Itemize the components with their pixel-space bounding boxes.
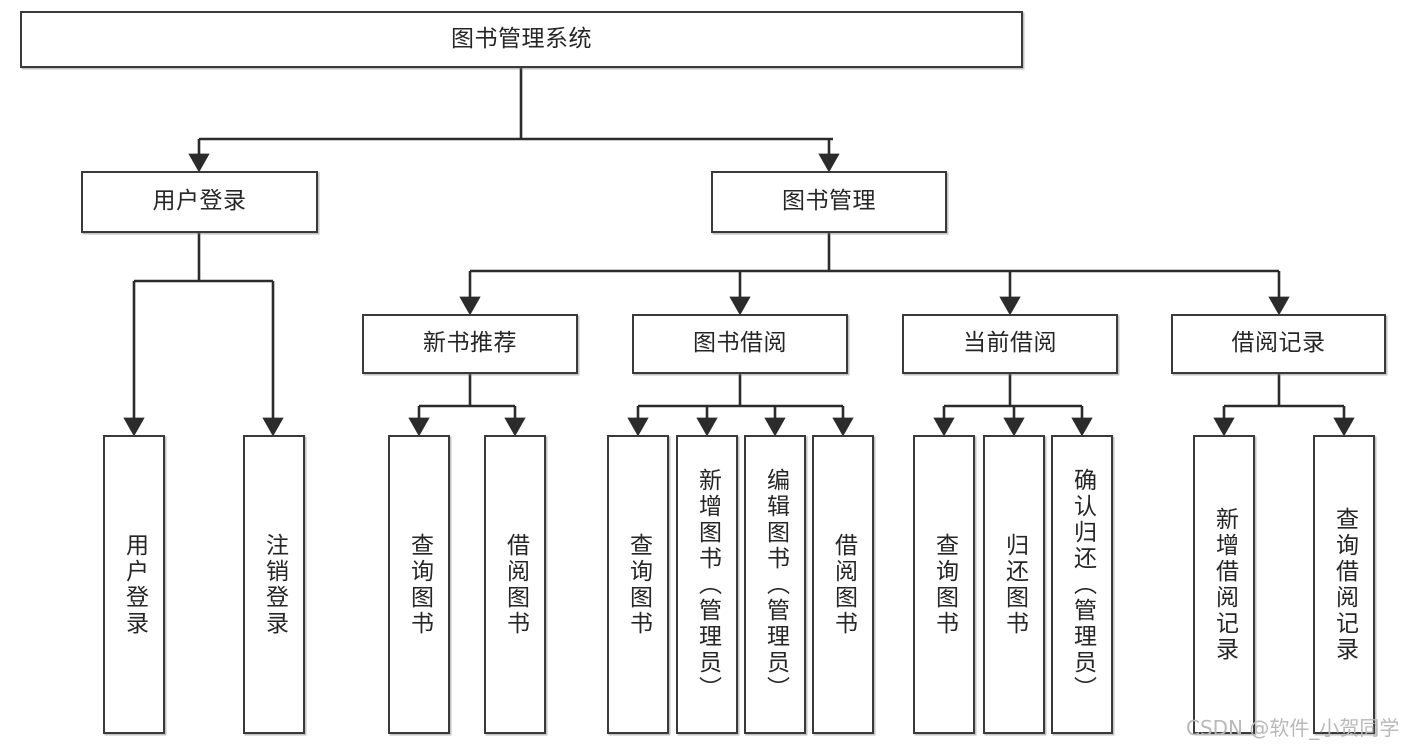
node-leaf-query-book-2[interactable]: 查询图书 xyxy=(607,435,669,734)
node-leaf-borrow-book-1[interactable]: 借阅图书 xyxy=(484,435,546,734)
node-leaf-query-record-label: 查询借阅记录 xyxy=(1331,506,1358,663)
node-leaf-logout[interactable]: 注销登录 xyxy=(243,435,305,734)
node-borrow-record[interactable]: 借阅记录 xyxy=(1171,314,1386,374)
node-leaf-return-book[interactable]: 归还图书 xyxy=(983,435,1045,734)
node-leaf-logout-label: 注销登录 xyxy=(261,532,288,637)
node-book-manage-label: 图书管理 xyxy=(782,188,876,215)
node-leaf-borrow-book-1-label: 借阅图书 xyxy=(502,532,529,637)
node-leaf-query-book-2-label: 查询图书 xyxy=(625,532,652,637)
node-new-book-rec-label: 新书推荐 xyxy=(423,330,517,357)
node-leaf-user-login-label: 用户登录 xyxy=(121,532,148,637)
node-leaf-edit-book-label: 编辑图书（管理员） xyxy=(762,467,789,702)
node-borrow-record-label: 借阅记录 xyxy=(1231,330,1326,357)
node-user-login-label: 用户登录 xyxy=(152,188,247,215)
node-leaf-borrow-book-2[interactable]: 借阅图书 xyxy=(812,435,874,734)
node-book-borrow[interactable]: 图书借阅 xyxy=(632,314,848,374)
node-book-borrow-label: 图书借阅 xyxy=(693,330,787,357)
node-root-label: 图书管理系统 xyxy=(451,25,592,52)
csdn-watermark: CSDN @软件_小贺同学 xyxy=(1186,716,1400,740)
node-leaf-user-login[interactable]: 用户登录 xyxy=(103,435,165,734)
node-current-borrow[interactable]: 当前借阅 xyxy=(902,314,1118,374)
node-leaf-query-book-3-label: 查询图书 xyxy=(931,532,958,637)
node-new-book-rec[interactable]: 新书推荐 xyxy=(362,314,578,374)
node-current-borrow-label: 当前借阅 xyxy=(963,330,1057,357)
node-leaf-borrow-book-2-label: 借阅图书 xyxy=(830,532,857,637)
node-leaf-confirm-return-label: 确认归还（管理员） xyxy=(1069,467,1096,702)
node-leaf-add-book[interactable]: 新增图书（管理员） xyxy=(676,435,738,734)
node-leaf-edit-book[interactable]: 编辑图书（管理员） xyxy=(744,435,806,734)
node-book-manage[interactable]: 图书管理 xyxy=(711,171,947,233)
node-leaf-query-book-1-label: 查询图书 xyxy=(406,532,433,637)
node-leaf-add-record[interactable]: 新增借阅记录 xyxy=(1193,435,1255,734)
node-leaf-add-book-label: 新增图书（管理员） xyxy=(694,467,721,702)
node-leaf-return-book-label: 归还图书 xyxy=(1001,532,1028,637)
node-leaf-confirm-return[interactable]: 确认归还（管理员） xyxy=(1051,435,1113,734)
node-user-login[interactable]: 用户登录 xyxy=(81,171,318,233)
node-leaf-add-record-label: 新增借阅记录 xyxy=(1211,506,1238,663)
node-root[interactable]: 图书管理系统 xyxy=(20,11,1023,68)
node-leaf-query-record[interactable]: 查询借阅记录 xyxy=(1313,435,1375,734)
node-leaf-query-book-1[interactable]: 查询图书 xyxy=(388,435,450,734)
node-leaf-query-book-3[interactable]: 查询图书 xyxy=(913,435,975,734)
